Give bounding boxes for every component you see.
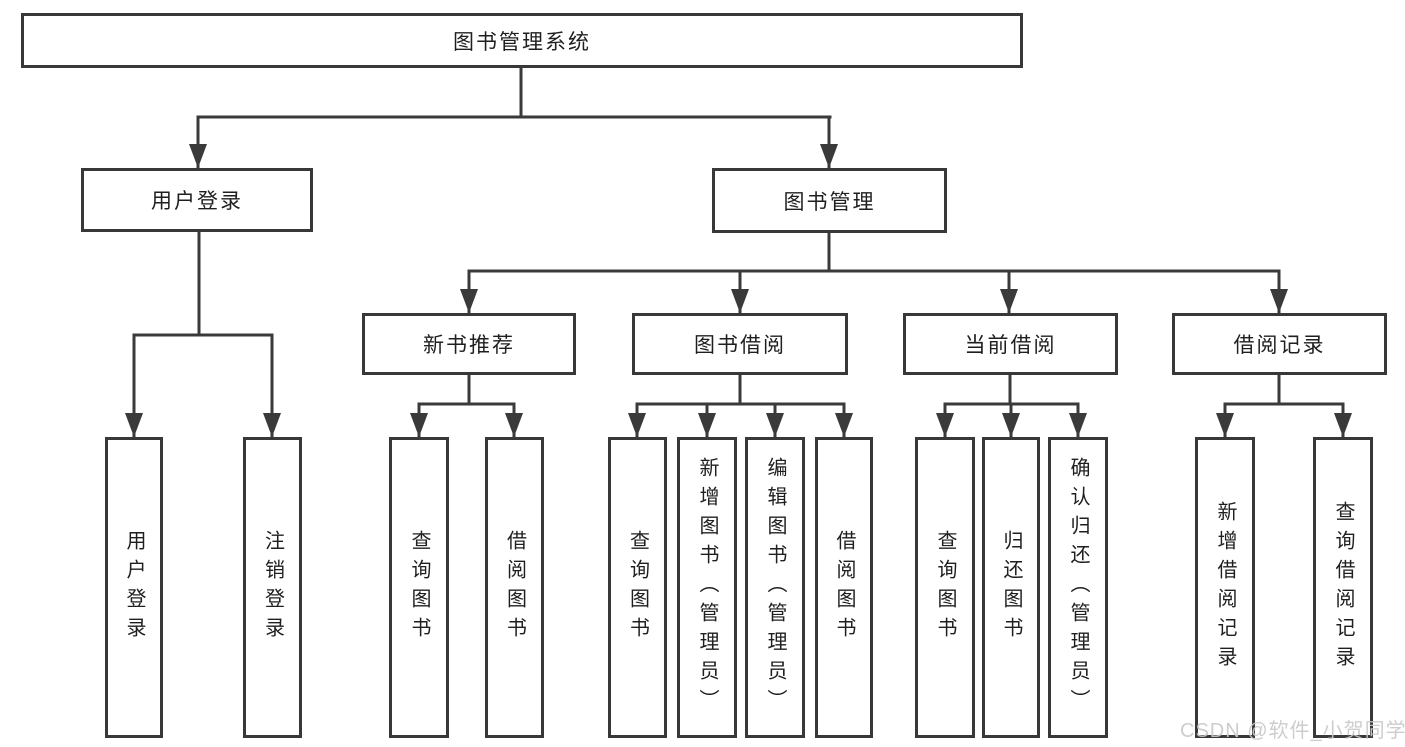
node-borrow-records: 借阅记录 [1172, 313, 1387, 375]
connector-user-login-to-leaves [125, 230, 281, 439]
node-user-login-branch: 用户登录 [81, 168, 313, 232]
leaf-logout: 注销登录 [243, 437, 302, 738]
leaf-return-book: 归还图书 [982, 437, 1040, 738]
connector-root-to-level2 [189, 66, 838, 170]
leaf-user-login: 用户登录 [105, 437, 163, 738]
connector-book-mgmt-to-level3 [460, 230, 1288, 315]
node-book-management: 图书管理 [712, 168, 947, 233]
leaf-add-book-admin: 新增图书（管理员） [677, 437, 737, 738]
leaf-confirm-return-admin: 确认归还（管理员） [1048, 437, 1108, 738]
leaf-query-books-3: 查询图书 [915, 437, 975, 738]
leaf-add-borrow-record: 新增借阅记录 [1195, 437, 1255, 738]
leaf-borrow-books-1: 借阅图书 [485, 437, 544, 738]
leaf-query-books-2: 查询图书 [608, 437, 667, 738]
leaf-borrow-books-2: 借阅图书 [815, 437, 873, 738]
leaf-edit-book-admin: 编辑图书（管理员） [745, 437, 805, 738]
connector-book-borrow-to-leaves [628, 373, 853, 439]
csdn-watermark: CSDN @软件_小贺同学 [1180, 720, 1405, 742]
connector-borrow-records-to-leaves [1216, 373, 1352, 439]
connector-new-book-rec-to-leaves [410, 373, 523, 439]
node-current-borrow: 当前借阅 [903, 313, 1118, 375]
leaf-query-borrow-record: 查询借阅记录 [1313, 437, 1373, 738]
node-root-system: 图书管理系统 [21, 13, 1023, 68]
leaf-query-books-1: 查询图书 [389, 437, 449, 738]
connector-current-borrow-to-leaves [936, 373, 1087, 439]
node-new-book-recommend: 新书推荐 [362, 313, 576, 375]
node-book-borrow: 图书借阅 [632, 313, 848, 375]
